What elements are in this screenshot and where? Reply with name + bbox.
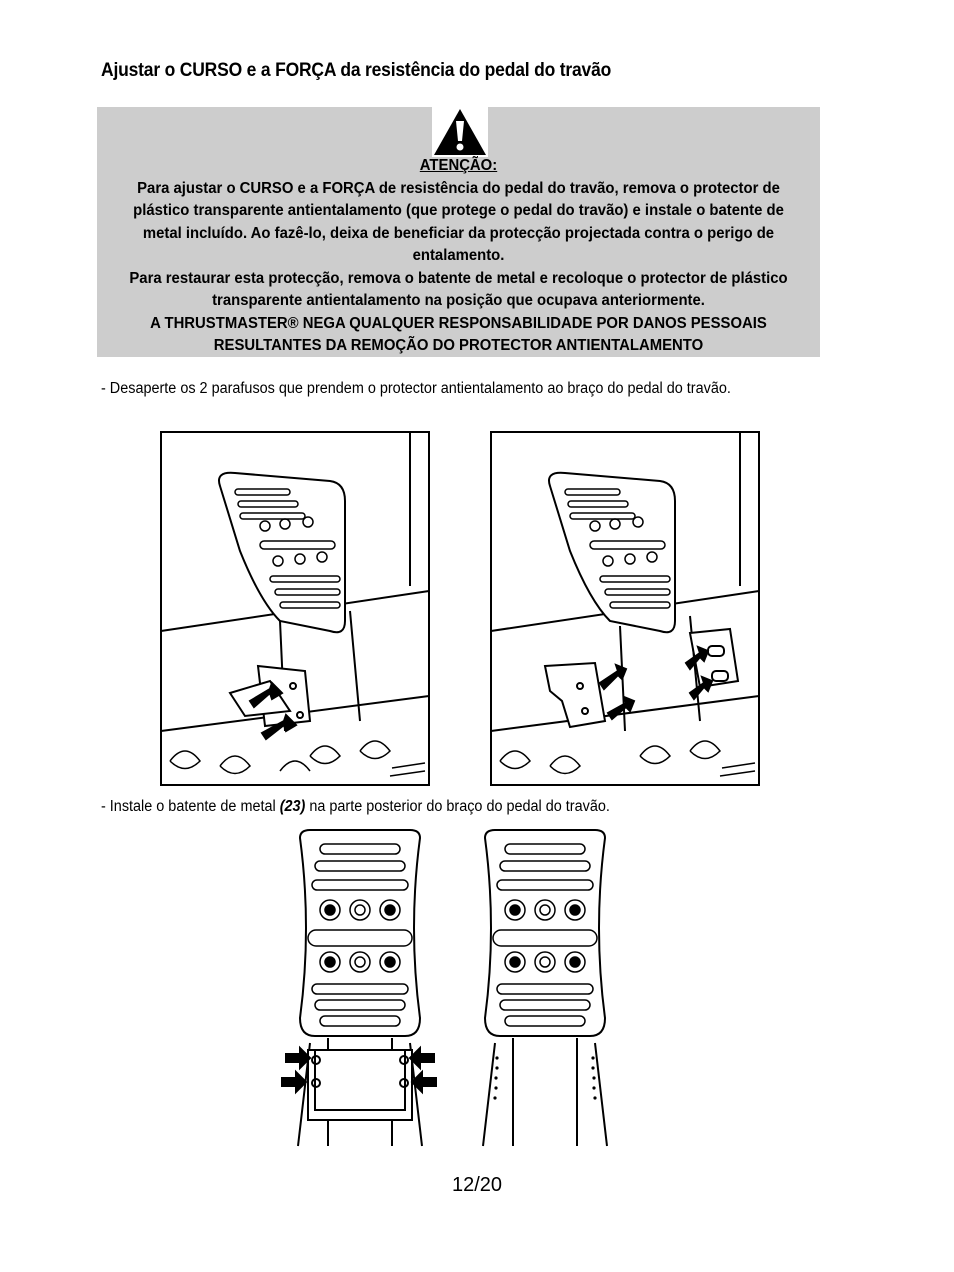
warning-line: plástico transparente antientalamento (q… (133, 202, 784, 219)
part-reference: (23) (279, 798, 306, 815)
pedal-illustration-protector (160, 431, 430, 786)
warning-triangle-icon (434, 109, 486, 155)
page-number: 12/20 (451, 1174, 503, 1196)
warning-line: metal incluído. Ao fazê-lo, deixa de ben… (142, 224, 775, 242)
pedal-rear-without-stopper (465, 828, 625, 1148)
step-2-text-before: - Instale o batente de metal (101, 798, 280, 815)
warning-icon-container (432, 107, 488, 157)
step-1-instruction: - Desaperte os 2 parafusos que prendem o… (101, 380, 731, 397)
warning-line: Para ajustar o CURSO e a FORÇA de resist… (137, 179, 780, 197)
warning-line: transparente antientalamento na posição … (212, 292, 705, 309)
pedal-rear-with-stopper (280, 828, 440, 1148)
warning-line: entalamento. (412, 247, 505, 264)
step-2-instruction: - Instale o batente de metal (23) na par… (101, 798, 610, 816)
warning-line: A THRUSTMASTER® NEGA QUALQUER RESPONSABI… (150, 314, 767, 332)
warning-line: RESULTANTES DA REMOÇÃO DO PROTECTOR ANTI… (213, 337, 704, 354)
warning-line: Para restaurar esta protecção, remova o … (129, 269, 788, 287)
pedal-illustration-stopper (490, 431, 760, 786)
page-heading: Ajustar o CURSO e a FORÇA da resistência… (101, 60, 612, 81)
step-2-text-after: na parte posterior do braço do pedal do … (305, 798, 610, 815)
warning-box: ATENÇÃO: Para ajustar o CURSO e a FORÇA … (97, 107, 820, 357)
warning-title: ATENÇÃO: (419, 157, 498, 174)
